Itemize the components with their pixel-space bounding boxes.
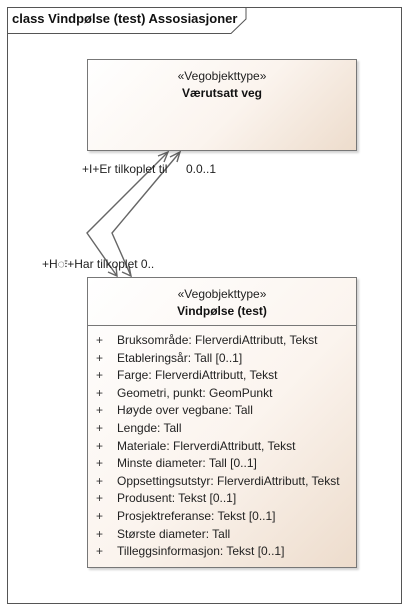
attribute-text: Bruksområde: FlerverdiAttributt, Tekst bbox=[117, 333, 318, 347]
frame-tab bbox=[7, 7, 247, 34]
class-stereotype: «Vegobjekttype» bbox=[177, 69, 267, 83]
attribute-row[interactable]: + Prosjektreferanse: Tekst [0..1] bbox=[88, 508, 356, 526]
attribute-row[interactable]: + Høyde over vegbane: Tall bbox=[88, 402, 356, 420]
arrowhead-top-outer bbox=[157, 150, 170, 163]
attribute-row[interactable]: + Minste diameter: Tall [0..1] bbox=[88, 455, 356, 473]
attribute-text: Etableringsår: Tall [0..1] bbox=[117, 350, 243, 365]
attribute-row[interactable]: + Materiale: FlerverdiAttributt, Tekst bbox=[88, 438, 356, 456]
visibility-marker: + bbox=[96, 368, 104, 383]
arrowhead-bottom-inner bbox=[121, 265, 132, 278]
visibility-marker: + bbox=[96, 403, 104, 418]
visibility-marker: + bbox=[96, 350, 104, 365]
attribute-text: Høyde over vegbane: Tall bbox=[117, 403, 253, 418]
visibility-marker: + bbox=[96, 333, 104, 347]
visibility-marker: + bbox=[96, 456, 104, 471]
attribute-row[interactable]: + Bruksområde: FlerverdiAttributt, Tekst bbox=[88, 332, 356, 350]
attribute-text: Tilleggsinformasjon: Tekst [0..1] bbox=[117, 544, 285, 559]
arrowhead-top-inner bbox=[169, 150, 182, 163]
association-line-inner bbox=[111, 151, 181, 277]
class-stereotype: «Vegobjekttype» bbox=[177, 287, 267, 301]
attribute-text: Minste diameter: Tall [0..1] bbox=[117, 456, 257, 471]
arrowhead-bottom-outer bbox=[107, 265, 118, 278]
association-line-outer bbox=[86, 151, 169, 277]
association-role-top: +I+Er tilkoplet til bbox=[82, 162, 168, 176]
attribute-text: Geometri, punkt: GeomPunkt bbox=[117, 385, 273, 400]
attribute-row[interactable]: + Produsent: Tekst [0..1] bbox=[88, 490, 356, 508]
attribute-text: Største diameter: Tall bbox=[117, 526, 231, 541]
class-header: «Vegobjekttype» Vindpølse (test) bbox=[88, 278, 356, 320]
association-multiplicity-top: 0.0..1 bbox=[186, 162, 217, 176]
visibility-marker: + bbox=[96, 385, 104, 400]
visibility-marker: + bbox=[96, 526, 104, 541]
attribute-text: Lengde: Tall bbox=[117, 420, 182, 435]
attribute-row[interactable]: + Geometri, punkt: GeomPunkt bbox=[88, 385, 356, 403]
attribute-row[interactable]: + Største diameter: Tall bbox=[88, 526, 356, 544]
class-name: Værutsatt veg bbox=[181, 86, 263, 100]
attribute-text: Materiale: FlerverdiAttributt, Tekst bbox=[117, 438, 296, 453]
attribute-row[interactable]: + Etableringsår: Tall [0..1] bbox=[88, 350, 356, 368]
attribute-row[interactable]: + Tilleggsinformasjon: Tekst [0..1] bbox=[88, 543, 356, 561]
visibility-marker: + bbox=[96, 420, 104, 435]
class-box-vaerutsatt-veg[interactable]: «Vegobjekttype» Værutsatt veg bbox=[87, 59, 357, 151]
frame-title: class Vindpølse (test) Assosiasjoner bbox=[12, 11, 238, 26]
visibility-marker: + bbox=[96, 473, 104, 488]
visibility-marker: + bbox=[96, 491, 104, 506]
attribute-text: Prosjektreferanse: Tekst [0..1] bbox=[117, 508, 276, 523]
class-header: «Vegobjekttype» Værutsatt veg bbox=[88, 60, 356, 102]
class-box-vindpolse[interactable]: «Vegobjekttype» Vindpølse (test) + Brukso… bbox=[87, 277, 357, 568]
visibility-marker: + bbox=[96, 438, 104, 453]
class-name: Vindpølse (test) bbox=[177, 304, 267, 318]
attribute-text: Farge: FlerverdiAttributt, Tekst bbox=[117, 368, 278, 383]
visibility-marker: + bbox=[96, 544, 104, 559]
attribute-row[interactable]: + Oppsettingsutstyr: FlerverdiAttributt, … bbox=[88, 473, 356, 491]
attribute-row[interactable]: + Lengde: Tall bbox=[88, 420, 356, 438]
attribute-row[interactable]: + Farge: FlerverdiAttributt, Tekst bbox=[88, 367, 356, 385]
attribute-list: +Bruksområde: FlerverdiAttributt, Tekst … bbox=[88, 332, 356, 561]
attribute-text: Oppsettingsutstyr: FlerverdiAttributt, T… bbox=[117, 473, 340, 488]
attribute-text: Produsent: Tekst [0..1] bbox=[117, 491, 237, 506]
visibility-marker: + bbox=[96, 508, 104, 523]
attribute-divider bbox=[88, 325, 356, 326]
association-role-bottom: +Hः+Har tilkoplet 0.. bbox=[42, 257, 155, 271]
